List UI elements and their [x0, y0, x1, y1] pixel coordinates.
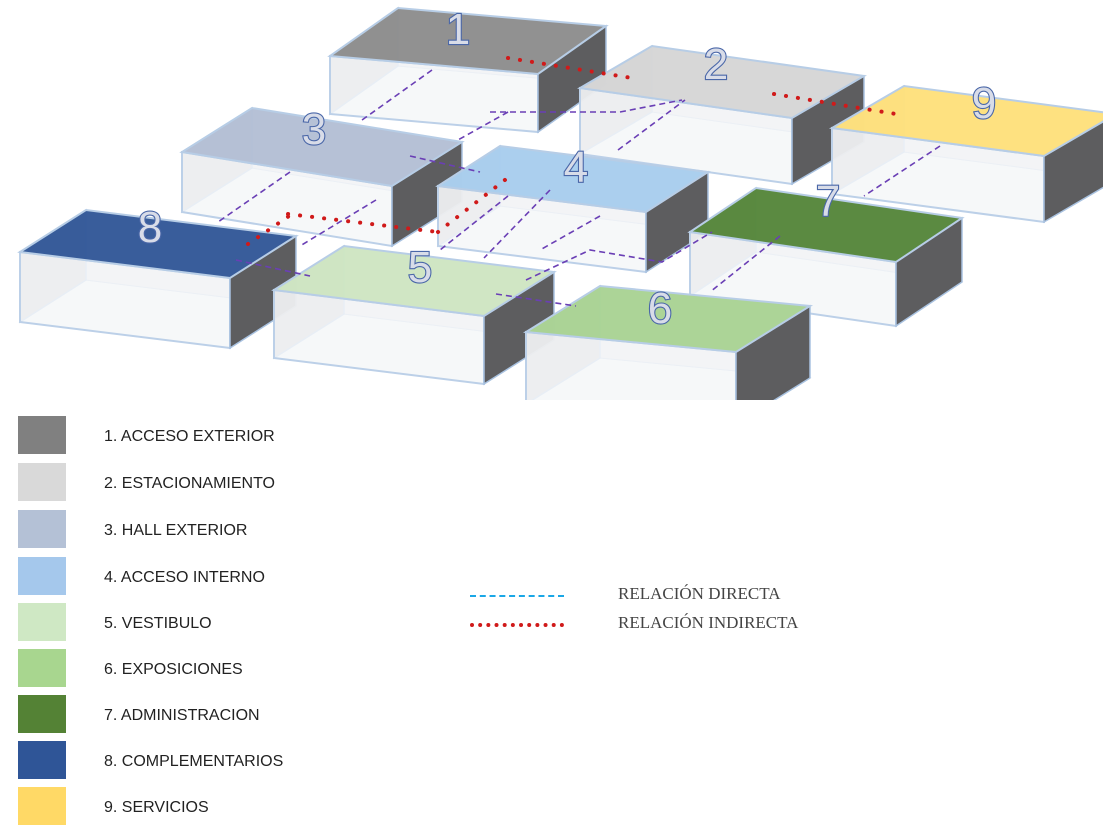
- legend-item-vestibulo: 5. VESTIBULO: [18, 603, 358, 641]
- legend-item-complementarios: 8. COMPLEMENTARIOS: [18, 741, 358, 779]
- legend-swatch: [18, 463, 66, 501]
- legend-label: 2. ESTACIONAMIENTO: [104, 475, 275, 492]
- zone-number-5: 5: [408, 243, 432, 292]
- zone-box-1: [327, 6, 609, 134]
- legend-label: 4. ACCESO INTERNO: [104, 569, 265, 586]
- legend-swatch: [18, 557, 66, 595]
- legend-item-administracion: 7. ADMINISTRACION: [18, 695, 358, 733]
- direct-relation-line: [525, 231, 713, 281]
- zone-number-1: 1: [446, 5, 470, 54]
- relation-indirect-label: RELACIÓN INDIRECTA: [618, 613, 799, 632]
- relation-lines: [217, 56, 941, 307]
- legend-label: 9. SERVICIOS: [104, 799, 209, 816]
- legend-label: 6. EXPOSICIONES: [104, 661, 243, 678]
- zone-number-3: 3: [302, 105, 326, 154]
- legend-swatch: [18, 741, 66, 779]
- legend-label: 7. ADMINISTRACION: [104, 707, 260, 724]
- direct-relation-line: [439, 195, 509, 251]
- indirect-relation-line: [772, 92, 898, 116]
- indirect-relation-line: [286, 212, 440, 234]
- legend-swatch: [18, 787, 66, 825]
- relation-legend: RELACIÓN DIRECTA RELACIÓN INDIRECTA: [470, 584, 870, 644]
- zone-number-6: 6: [648, 284, 672, 333]
- legend-item-acceso-interno: 4. ACCESO INTERNO: [18, 557, 358, 595]
- legend-label: 3. HALL EXTERIOR: [104, 522, 248, 539]
- relation-direct-row: RELACIÓN DIRECTA: [470, 584, 870, 608]
- legend-label: 1. ACCESO EXTERIOR: [104, 428, 275, 445]
- direct-relation-line: [490, 99, 683, 113]
- direct-relation-line: [217, 171, 291, 223]
- direct-relation-line: [539, 215, 601, 251]
- legend-swatch: [18, 416, 66, 454]
- zone-number-8: 8: [138, 203, 162, 252]
- relation-direct-label: RELACIÓN DIRECTA: [618, 584, 781, 603]
- direct-relation-line: [617, 99, 686, 151]
- legend-label: 5. VESTIBULO: [104, 615, 212, 632]
- direct-relation-line: [709, 235, 781, 293]
- zone-box-9: [828, 84, 1103, 224]
- legend-swatch: [18, 603, 66, 641]
- zone-box-4: [435, 144, 711, 274]
- zone-box-2: [577, 44, 867, 186]
- legend-swatch: [18, 510, 66, 548]
- relation-indirect-row: RELACIÓN INDIRECTA: [470, 613, 870, 637]
- direct-relation-line: [235, 259, 311, 277]
- zone-numbers: 1 2 9 3 4 7 8 5 6: [137, 4, 998, 334]
- direct-relation-line: [863, 145, 941, 197]
- legend-item-estacionamiento: 2. ESTACIONAMIENTO: [18, 463, 358, 501]
- legend-item-acceso-exterior: 1. ACCESO EXTERIOR: [18, 416, 358, 454]
- zone-box-8: [17, 208, 299, 350]
- direct-relation-line: [299, 199, 377, 247]
- direct-relation-line: [409, 155, 481, 173]
- direct-relation-line: [495, 293, 577, 307]
- legend-label: 8. COMPLEMENTARIOS: [104, 753, 284, 770]
- dotted-line-sample: [470, 623, 564, 627]
- zone-number-4: 4: [564, 143, 588, 192]
- legend-swatch: [18, 649, 66, 687]
- legend-item-exposiciones: 6. EXPOSICIONES: [18, 649, 358, 687]
- direct-relation-line: [483, 189, 551, 259]
- zone-number-7: 7: [816, 177, 840, 226]
- dashed-line-sample: [470, 595, 564, 597]
- legend-swatch: [18, 695, 66, 733]
- zoning-diagram: 1 2 9 3 4 7 8 5 6: [17, 4, 1103, 400]
- legend-item-servicios: 9. SERVICIOS: [18, 787, 358, 825]
- zone-number-2: 2: [704, 40, 728, 89]
- zone-box-6: [522, 284, 814, 400]
- zone-number-9: 9: [972, 79, 996, 128]
- legend-item-hall-exterior: 3. HALL EXTERIOR: [18, 510, 358, 548]
- zone-boxes: [17, 6, 1103, 400]
- direct-relation-line: [361, 69, 433, 121]
